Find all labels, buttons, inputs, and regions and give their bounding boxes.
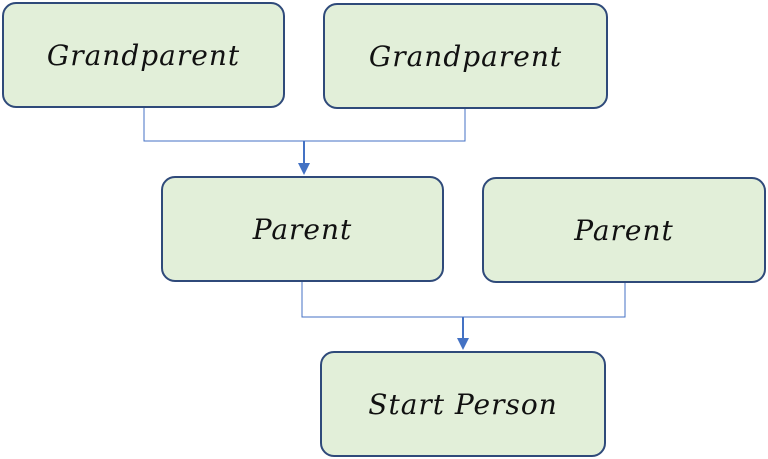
arrowhead-parents-to-start — [457, 338, 469, 350]
parent-node-left: Parent — [161, 176, 444, 282]
start-person-node: Start Person — [320, 351, 606, 457]
grandparent-node-right: Grandparent — [323, 3, 608, 109]
node-label: Parent — [574, 213, 674, 247]
grandparent-node-left: Grandparent — [2, 2, 285, 108]
node-label: Start Person — [368, 387, 558, 421]
parent-node-right: Parent — [482, 177, 766, 283]
node-label: Grandparent — [46, 38, 241, 72]
node-label: Grandparent — [368, 39, 563, 73]
connector-grandparents-to-parent — [143, 108, 466, 142]
node-label: Parent — [252, 212, 353, 246]
connector-parents-to-start — [301, 282, 626, 318]
arrowhead-grandparents-to-parent — [298, 163, 310, 175]
